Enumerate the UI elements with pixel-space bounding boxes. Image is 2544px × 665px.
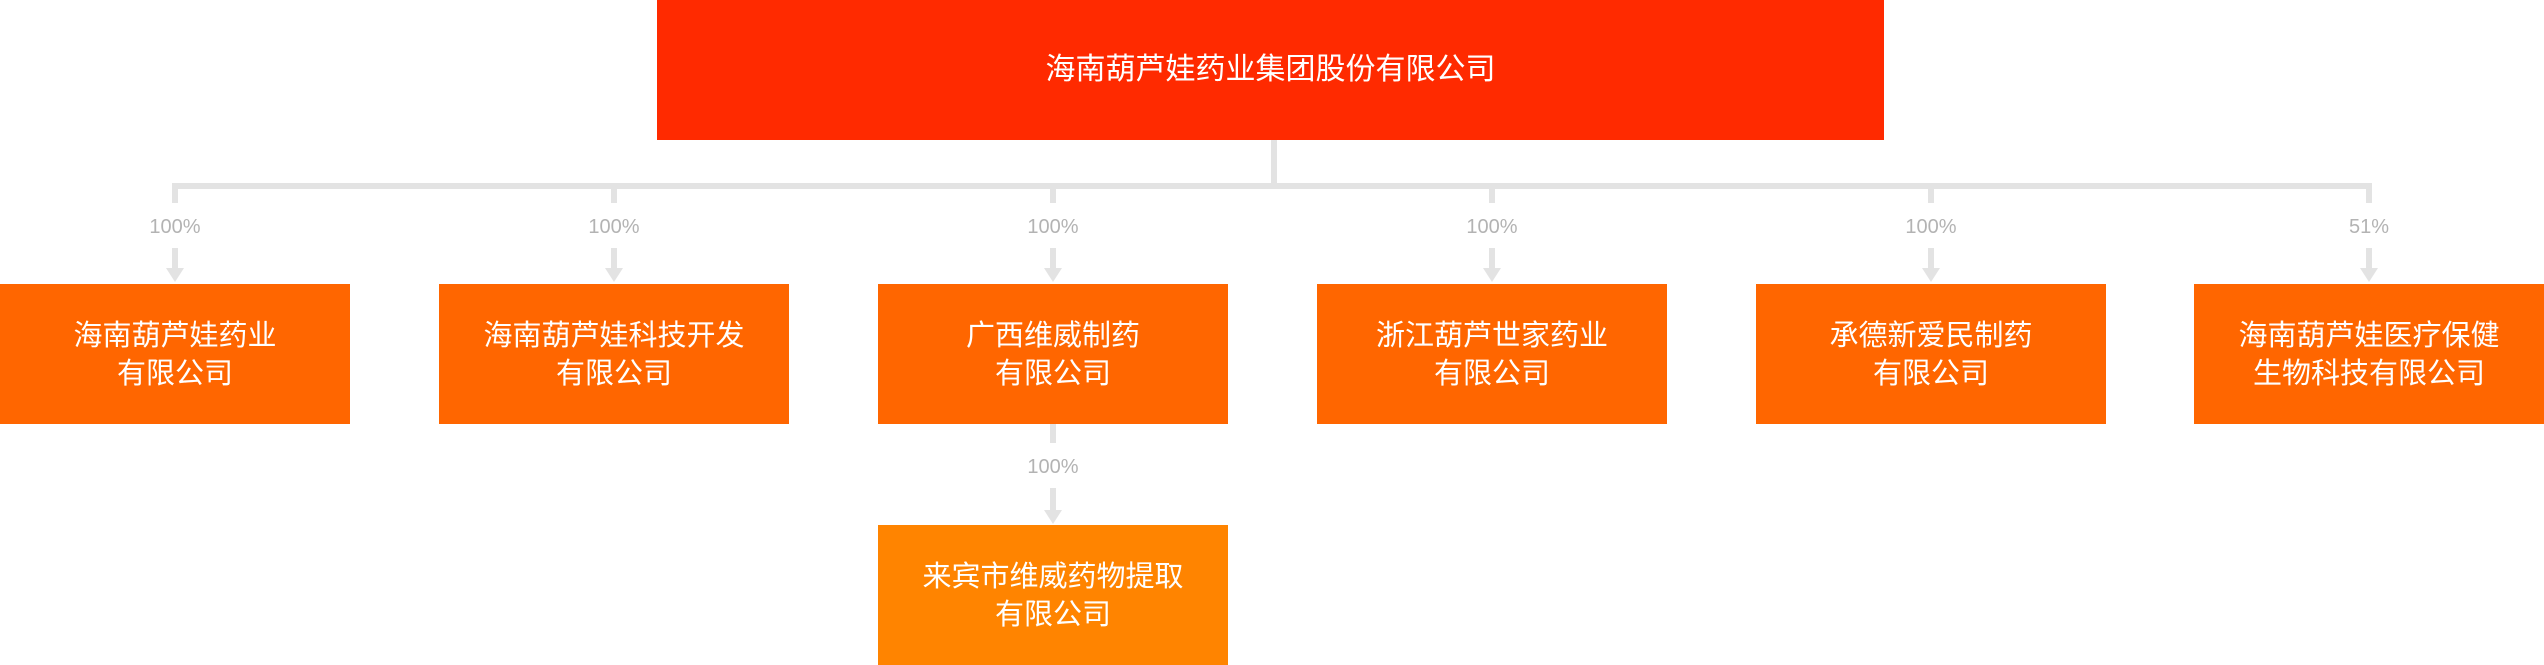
child-company-name-line2: 有限公司 [1872, 356, 1989, 390]
arrow-down-icon [1922, 268, 1940, 282]
arrow-shaft-6 [2366, 248, 2372, 268]
stub-line-6 [2366, 183, 2372, 203]
arrow-down-icon [605, 268, 623, 282]
child-company-node-3: 广西维威制药 有限公司 [878, 284, 1228, 424]
root-connector-line [1271, 140, 1277, 189]
arrow-down-icon [1483, 268, 1501, 282]
child-company-name-line2: 生物科技有限公司 [2252, 356, 2485, 390]
child-company-name-line2: 有限公司 [1433, 356, 1550, 390]
stub-line-5 [1928, 183, 1934, 203]
arrow-shaft-3 [1050, 248, 1056, 268]
child-company-name-line2: 有限公司 [994, 356, 1111, 390]
ownership-label-6: 51% [2348, 216, 2390, 238]
arrow-down-icon [1044, 268, 1062, 282]
ownership-label-3: 100% [1027, 216, 1079, 238]
stub-line-4 [1489, 183, 1495, 203]
child-company-node-1: 海南葫芦娃药业 有限公司 [0, 284, 350, 424]
stub-line-3 [1050, 183, 1056, 203]
child-company-node-5: 承德新爱民制药 有限公司 [1756, 284, 2106, 424]
root-company-node: 海南葫芦娃药业集团股份有限公司 [657, 0, 1884, 140]
ownership-label-5: 100% [1905, 216, 1957, 238]
child-company-name-line1: 海南葫芦娃科技开发 [483, 318, 745, 352]
child-company-name-line1: 承德新爱民制药 [1829, 318, 2033, 352]
child-company-node-4: 浙江葫芦世家药业 有限公司 [1317, 284, 1667, 424]
arrow-down-icon [166, 268, 184, 282]
child-company-node-2: 海南葫芦娃科技开发 有限公司 [439, 284, 789, 424]
stub-line-2 [611, 183, 617, 203]
child-company-node-6: 海南葫芦娃医疗保健 生物科技有限公司 [2194, 284, 2544, 424]
arrow-down-icon [1044, 510, 1062, 524]
grandchild-arrow-shaft [1050, 488, 1056, 510]
arrow-down-icon [2360, 268, 2378, 282]
arrow-shaft-2 [611, 248, 617, 268]
child-company-name-line2: 有限公司 [555, 356, 672, 390]
grandchild-company-name-line1: 来宾市维威药物提取 [922, 559, 1184, 593]
grandchild-ownership-label: 100% [1027, 456, 1079, 478]
child-company-name-line1: 海南葫芦娃药业 [73, 318, 277, 352]
ownership-label-2: 100% [588, 216, 640, 238]
arrow-shaft-4 [1489, 248, 1495, 268]
grandchild-company-node: 来宾市维威药物提取 有限公司 [878, 525, 1228, 665]
arrow-shaft-1 [172, 248, 178, 268]
child-company-name-line2: 有限公司 [116, 356, 233, 390]
ownership-label-1: 100% [149, 216, 201, 238]
child-company-name-line1: 海南葫芦娃医疗保健 [2238, 318, 2500, 352]
root-company-name: 海南葫芦娃药业集团股份有限公司 [1045, 52, 1496, 87]
child-company-name-line1: 浙江葫芦世家药业 [1375, 318, 1608, 352]
grandchild-company-name-line2: 有限公司 [994, 597, 1111, 631]
ownership-label-4: 100% [1466, 216, 1518, 238]
arrow-shaft-5 [1928, 248, 1934, 268]
stub-line-1 [172, 183, 178, 203]
grandchild-stub-line [1050, 424, 1056, 443]
child-company-name-line1: 广西维威制药 [965, 318, 1140, 352]
horizontal-bus-line [172, 183, 2372, 189]
